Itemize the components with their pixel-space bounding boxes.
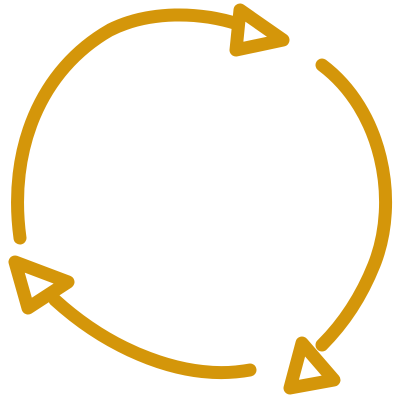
- arrowhead-bottom-right: [283, 336, 341, 395]
- cycle-arrows: [8, 3, 393, 395]
- arrowhead-lower-left: [8, 255, 75, 315]
- arrowhead-top-right: [229, 3, 290, 57]
- arrow-arc-right: [315, 58, 393, 352]
- arrow-arc-top-left: [11, 8, 245, 245]
- arrow-arc-bottom: [48, 293, 257, 380]
